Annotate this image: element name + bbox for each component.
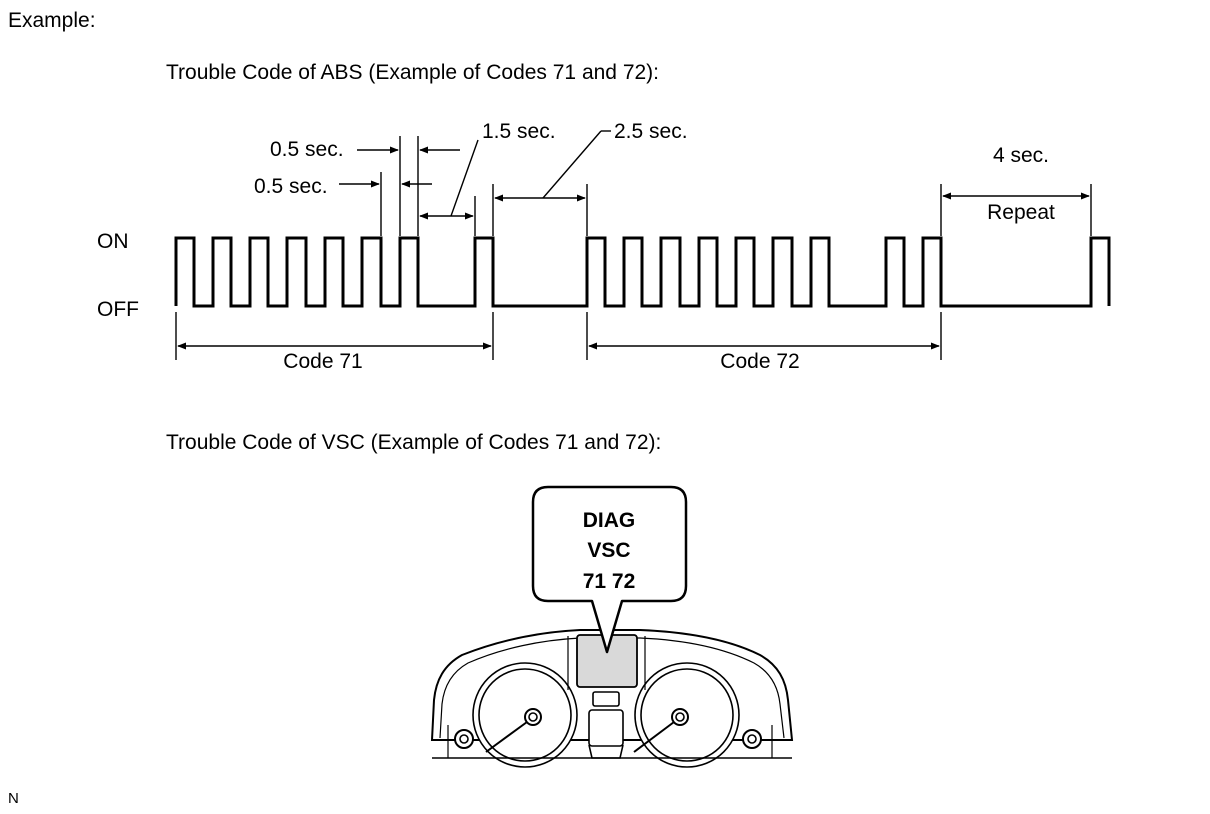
one-five-second-label: 1.5 sec. — [482, 120, 556, 143]
example-heading: Example: — [8, 9, 96, 32]
one-five-second-leader — [450, 139, 479, 217]
on-level-label: ON — [97, 230, 129, 253]
code-span-ticks — [175, 312, 942, 360]
diag-speech-bubble — [531, 485, 688, 654]
bubble-codes-text: 71 72 — [583, 570, 636, 593]
abs-pulse-waveform — [174, 236, 1111, 308]
half-second-label-bottom: 0.5 sec. — [254, 175, 328, 198]
bubble-diag-text: DIAG — [583, 509, 636, 532]
timing-extension-lines — [380, 136, 1092, 236]
repeat-label: Repeat — [987, 201, 1055, 224]
off-level-label: OFF — [97, 298, 139, 321]
abs-section-title: Trouble Code of ABS (Example of Codes 71… — [166, 61, 660, 84]
code72-label: Code 72 — [720, 350, 799, 373]
two-five-second-leader — [542, 130, 602, 199]
half-second-label-top: 0.5 sec. — [270, 138, 344, 161]
instrument-cluster-illustration — [430, 629, 794, 768]
bubble-vsc-text: VSC — [587, 539, 630, 562]
two-five-second-label: 2.5 sec. — [614, 120, 688, 143]
vsc-section-title: Trouble Code of VSC (Example of Codes 71… — [166, 431, 662, 454]
footer-mark: N — [8, 790, 19, 807]
four-second-label: 4 sec. — [993, 144, 1049, 167]
code71-label: Code 71 — [283, 350, 362, 373]
